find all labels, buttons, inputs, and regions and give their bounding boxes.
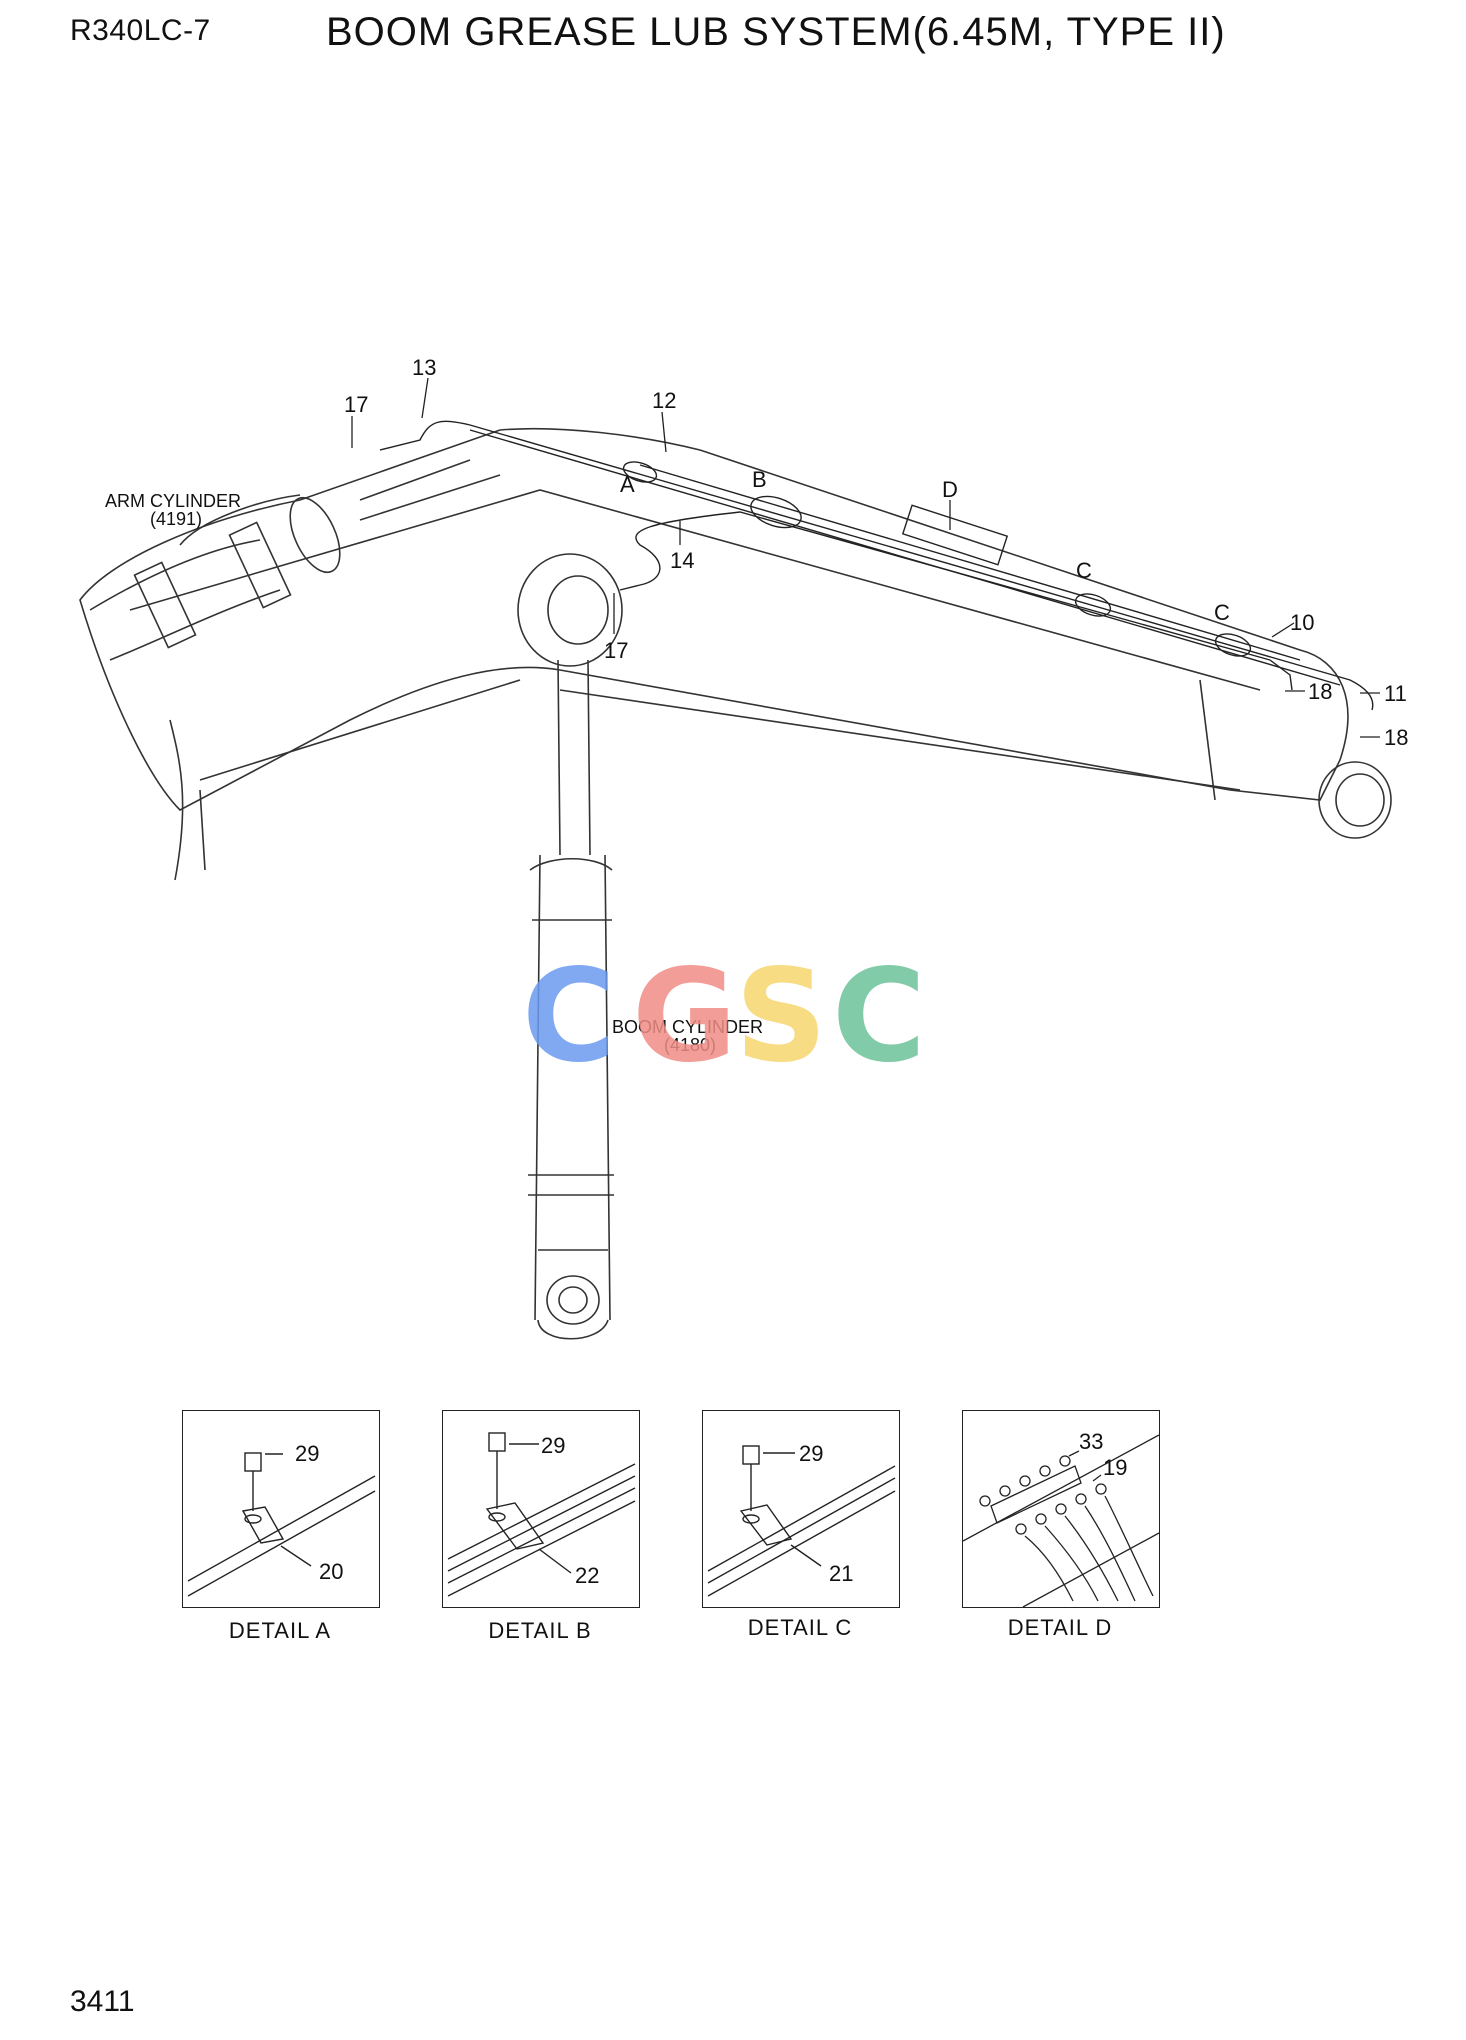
watermark-letter-c2: C	[832, 942, 926, 1091]
part-13: 13	[412, 355, 436, 380]
detail-a-part-1: 29	[295, 1441, 319, 1466]
watermark-letter-s: S	[735, 942, 827, 1091]
part-18-upper: 18	[1308, 679, 1332, 704]
clamps	[622, 461, 1252, 657]
detail-a-drawing: 29 20	[187, 1441, 376, 1597]
watermark-letter-c1: C	[522, 942, 616, 1091]
detail-a-caption: DETAIL A	[228, 1618, 332, 1643]
detail-d-caption: DETAIL D	[1007, 1615, 1113, 1640]
detail-c-part-1: 29	[799, 1441, 823, 1466]
detail-c-caption: DETAIL C	[747, 1615, 853, 1640]
cgsc-watermark: C G S C	[522, 942, 926, 1091]
detail-marker-b: B	[752, 467, 767, 492]
detail-b-caption: DETAIL B	[488, 1618, 592, 1643]
boom-cylinder-label: BOOM CYLINDER	[612, 1017, 763, 1037]
detail-b-drawing: 29 22	[447, 1432, 636, 1597]
detail-a-box: 29 20	[182, 1410, 380, 1608]
arm-cylinder-label: ARM CYLINDER	[105, 491, 241, 511]
detail-c-box: 29 21	[702, 1410, 900, 1608]
boom-cylinder-code: (4180)	[664, 1035, 716, 1055]
detail-b-part-2: 22	[575, 1563, 599, 1588]
part-12: 12	[652, 388, 676, 413]
arm-cylinder-code: (4191)	[150, 509, 202, 529]
detail-d-part-2: 19	[1103, 1455, 1127, 1480]
detail-marker-a: A	[620, 472, 635, 497]
detail-marker-c2: C	[1214, 600, 1230, 625]
part-14: 14	[670, 548, 694, 573]
part-10: 10	[1290, 610, 1314, 635]
model-code: R340LC-7	[70, 14, 211, 47]
detail-d-part-1: 33	[1079, 1429, 1103, 1454]
grease-lines	[379, 420, 1374, 711]
part-18-lower: 18	[1384, 725, 1408, 750]
watermark-letter-g: G	[632, 942, 737, 1091]
part-17-top: 17	[344, 392, 368, 417]
detail-c-part-2: 21	[829, 1561, 853, 1586]
detail-b-box: 29 22	[442, 1410, 640, 1608]
leader-lines	[351, 377, 1380, 738]
boom-structure	[79, 427, 1392, 1340]
part-17-mid: 17	[604, 638, 628, 663]
page-title: BOOM GREASE LUB SYSTEM(6.45M, TYPE II)	[326, 10, 1226, 54]
detail-d-box: 33 19	[962, 1410, 1160, 1608]
detail-d-drawing: 33 19	[963, 1429, 1159, 1607]
detail-marker-c1: C	[1076, 558, 1092, 583]
detail-marker-d: D	[942, 477, 958, 502]
page-number: 3411	[70, 1985, 135, 2018]
part-11: 11	[1384, 681, 1407, 706]
detail-a-part-2: 20	[319, 1559, 343, 1584]
detail-b-part-1: 29	[541, 1433, 565, 1458]
detail-c-drawing: 29 21	[707, 1441, 896, 1597]
